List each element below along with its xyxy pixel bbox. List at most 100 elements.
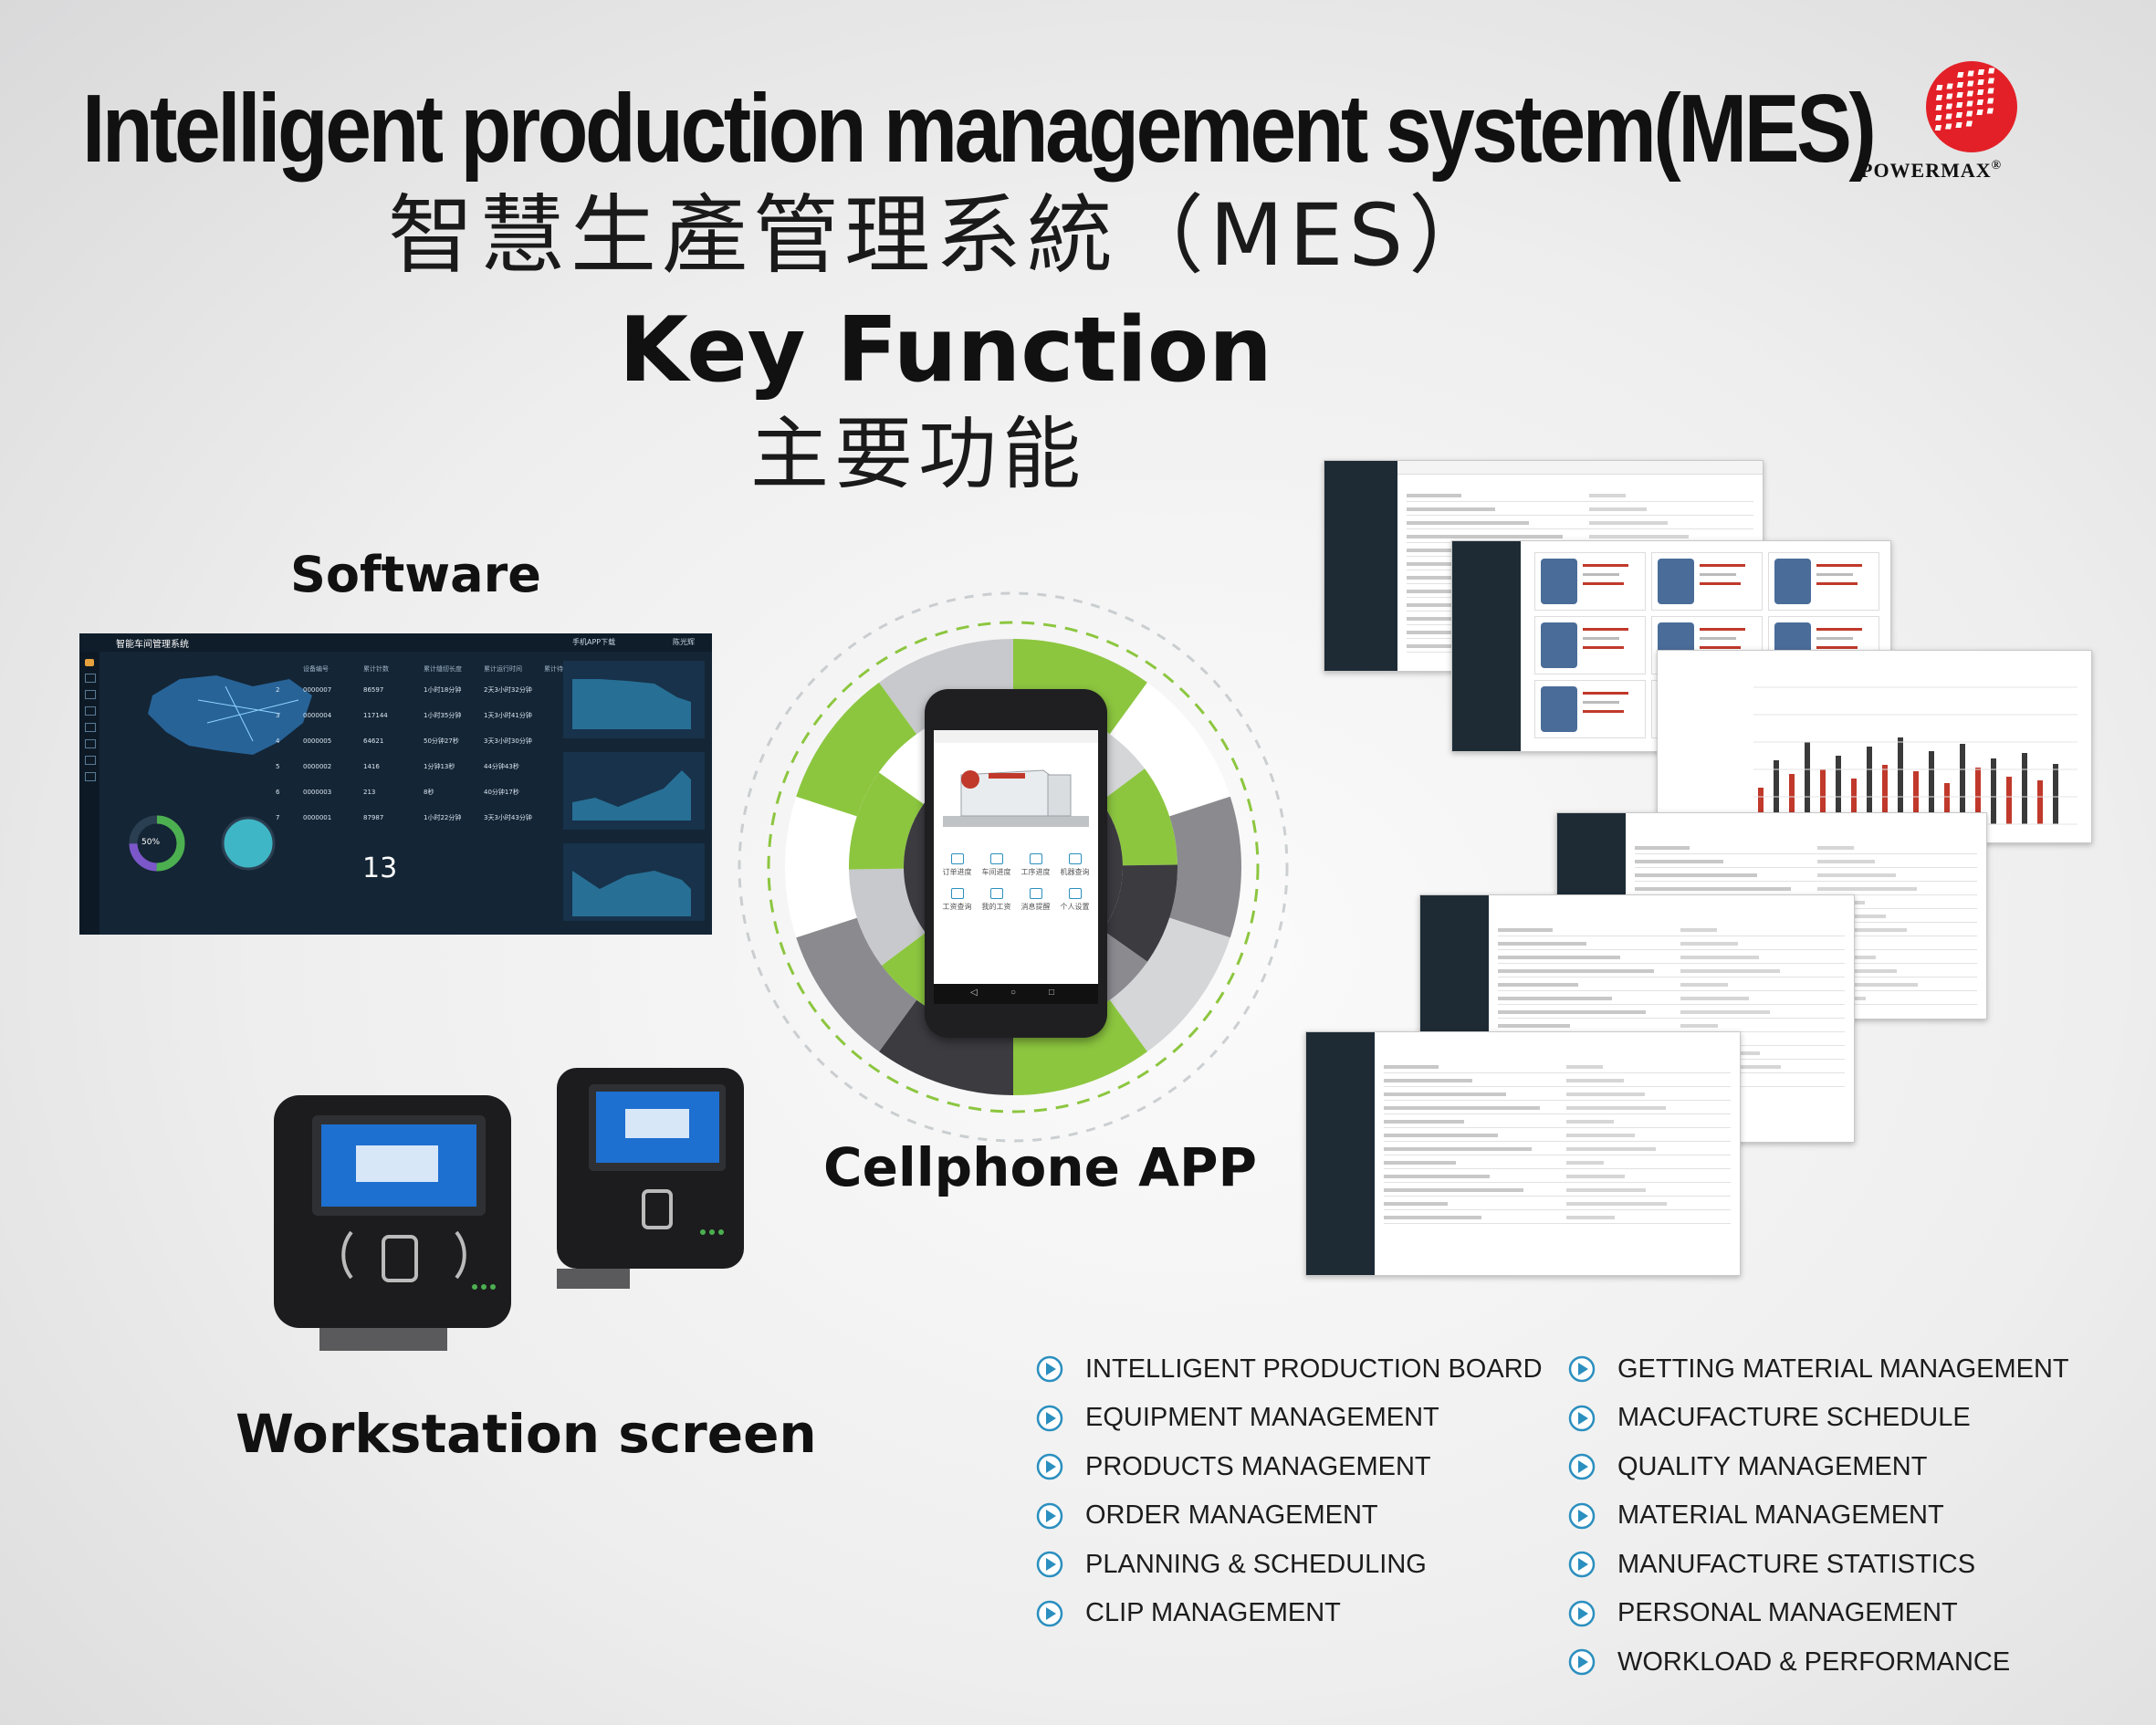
brand-name-text: POWERMAX (1860, 159, 1992, 182)
feature-label: MACUFACTURE SCHEDULE (1617, 1403, 1971, 1432)
dashboard-area-charts (563, 661, 705, 921)
phone-menu-label: 个人设置 (1060, 903, 1090, 911)
feature-label: PLANNING & SCHEDULING (1085, 1549, 1427, 1579)
table-cell: 0000003 (303, 789, 332, 796)
product-card[interactable] (1534, 616, 1646, 674)
feature-label: MATERIAL MANAGEMENT (1617, 1500, 1944, 1530)
table-cell: 87987 (363, 814, 384, 821)
table-cell: 3 (276, 712, 280, 719)
play-bullet-icon (1036, 1502, 1063, 1529)
menu-item-icon (989, 888, 1003, 899)
phone-menu-item[interactable]: 个人设置 (1055, 888, 1094, 912)
menu-icon[interactable] (85, 772, 96, 781)
phone-nav-bar: ◁ ○ □ (934, 984, 1098, 1004)
feature-item: GETTING MATERIAL MANAGEMENT (1568, 1351, 2069, 1387)
dashboard-gauges (129, 815, 276, 872)
table-cell: 0000007 (303, 686, 332, 694)
feature-label: PERSONAL MANAGEMENT (1617, 1598, 1958, 1627)
menu-icon[interactable] (85, 706, 96, 716)
table-cell: 0000002 (303, 763, 332, 770)
table-cell: 0000001 (303, 814, 332, 821)
product-card[interactable] (1534, 680, 1646, 738)
feature-item: MANUFACTURE STATISTICS (1568, 1546, 1975, 1583)
feature-item: QUALITY MANAGEMENT (1568, 1448, 1927, 1485)
equipment-table: 设备编号累计针数累计缝纫长度累计运行时间累计待机时间 2000000786597… (276, 661, 604, 831)
table-cell: 44分钟43秒 (484, 763, 519, 770)
dashboard-title: 智能车间管理系统 (116, 640, 189, 650)
table-header-cell: 累计针数 (363, 665, 389, 673)
feature-label: GETTING MATERIAL MANAGEMENT (1617, 1354, 2069, 1384)
phone-menu-label: 车间进度 (981, 868, 1011, 876)
phone-menu-item[interactable]: 我的工资 (977, 888, 1016, 912)
menu-icon[interactable] (85, 674, 96, 683)
phone-menu-item[interactable]: 机器查询 (1055, 853, 1094, 877)
powermax-logo-icon (1926, 61, 2017, 152)
table-cell: 40分钟17秒 (484, 789, 519, 796)
home-icon[interactable] (85, 659, 94, 666)
phone-menu-label: 消息提醒 (1020, 903, 1051, 911)
workstation-devices-image (274, 1068, 744, 1351)
table-cell: 1小时35分钟 (424, 712, 462, 719)
product-card[interactable] (1768, 552, 1879, 611)
recent-apps-icon[interactable]: □ (1049, 988, 1055, 998)
feature-label: QUALITY MANAGEMENT (1617, 1451, 1928, 1481)
table-cell: 213 (363, 789, 376, 796)
menu-icon[interactable] (85, 756, 96, 765)
phone-menu-item[interactable]: 车间进度 (977, 853, 1016, 877)
phone-menu-label: 工资查询 (942, 903, 972, 911)
menu-item-icon (950, 853, 964, 864)
home-circle-icon[interactable]: ○ (1010, 988, 1017, 998)
play-bullet-icon (1036, 1405, 1063, 1431)
table-cell: 64621 (363, 737, 384, 745)
screenshot-sidebar (1306, 1032, 1375, 1275)
menu-icon[interactable] (85, 739, 96, 748)
jeans-thumbnail (1658, 559, 1694, 604)
donut-percent: 50% (141, 838, 161, 847)
phone-menu-label: 我的工资 (981, 903, 1011, 911)
product-card[interactable] (1651, 552, 1763, 611)
feature-label: WORKLOAD & PERFORMANCE (1617, 1647, 2011, 1677)
menu-icon[interactable] (85, 690, 96, 699)
table-cell: 1分钟13秒 (424, 763, 455, 770)
phone-menu-item[interactable]: 消息提醒 (1016, 888, 1055, 912)
cellphone-app-label: Cellphone APP (823, 1136, 1258, 1198)
feature-item: ORDER MANAGEMENT (1036, 1498, 1378, 1534)
table-header-cell: 设备编号 (303, 665, 329, 673)
jeans-thumbnail (1541, 622, 1577, 668)
table-cell: 50分钟27秒 (424, 737, 459, 745)
feature-label: INTELLIGENT PRODUCTION BOARD (1085, 1354, 1543, 1384)
phone-menu-label: 工序进度 (1020, 868, 1051, 876)
back-icon[interactable]: ◁ (970, 988, 978, 998)
menu-item-icon (1068, 888, 1082, 899)
menu-icon[interactable] (85, 723, 96, 732)
table-cell: 1小时22分钟 (424, 814, 462, 821)
phone-menu-item[interactable]: 工序进度 (1016, 853, 1055, 877)
phone-menu-item[interactable]: 工资查询 (937, 888, 977, 912)
software-label: Software (290, 546, 541, 603)
menu-item-icon (950, 888, 964, 899)
screenshot-header (1397, 461, 1763, 475)
phone-menu-item[interactable]: 订单进度 (937, 853, 977, 877)
play-bullet-icon (1568, 1648, 1596, 1676)
table-cell: 117144 (363, 712, 388, 719)
table-cell: 4 (276, 737, 280, 745)
table-cell: 2 (276, 686, 280, 694)
product-card[interactable] (1534, 552, 1646, 611)
phone-menu-label: 机器查询 (1060, 868, 1090, 876)
app-download-link[interactable]: 手机APP下载 (572, 638, 616, 646)
registered-mark: ® (1991, 159, 2003, 172)
feature-label: CLIP MANAGEMENT (1085, 1598, 1341, 1627)
jeans-thumbnail (1774, 559, 1811, 604)
feature-label: EQUIPMENT MANAGEMENT (1085, 1403, 1439, 1432)
software-dashboard-screenshot: 智能车间管理系统 手机APP下载 陈光辉 50% 13 设备编号累计针数累计缝纫… (79, 633, 712, 935)
menu-item-icon (1029, 888, 1042, 899)
page-title-chinese: 智慧生產管理系統（MES） (388, 186, 1501, 286)
table-cell: 5 (276, 763, 280, 770)
feature-label: ORDER MANAGEMENT (1085, 1500, 1378, 1530)
play-bullet-icon (1568, 1355, 1596, 1383)
feature-item: MACUFACTURE SCHEDULE (1568, 1400, 1971, 1437)
cellphone-frame: 订单进度车间进度 工序进度 机器查询工资查询 我的工资 消息提醒 个人设置 ◁ ○ □ (925, 689, 1107, 1038)
